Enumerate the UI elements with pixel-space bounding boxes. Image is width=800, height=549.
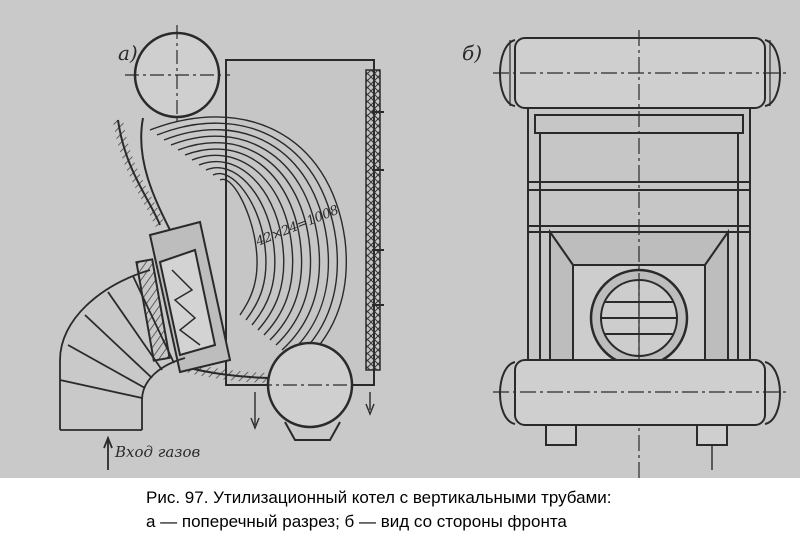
gas-inlet-elbow xyxy=(59,269,186,431)
front-view xyxy=(493,30,786,478)
label-a: а) xyxy=(118,41,138,65)
cross-section-view xyxy=(59,25,384,470)
gas-inlet-label: Вход газов xyxy=(114,443,201,461)
caption-line-2: а — поперечный разрез; б — вид со сторон… xyxy=(146,512,567,531)
tube-bundle xyxy=(149,116,347,366)
boiler-drawing: а) 42×24=1008 Вход газов xyxy=(0,0,800,478)
figure-caption: Рис. 97. Утилизационный котел с вертикал… xyxy=(0,478,800,549)
caption-line-1: Рис. 97. Утилизационный котел с вертикал… xyxy=(146,488,612,507)
label-b: б) xyxy=(462,41,482,65)
